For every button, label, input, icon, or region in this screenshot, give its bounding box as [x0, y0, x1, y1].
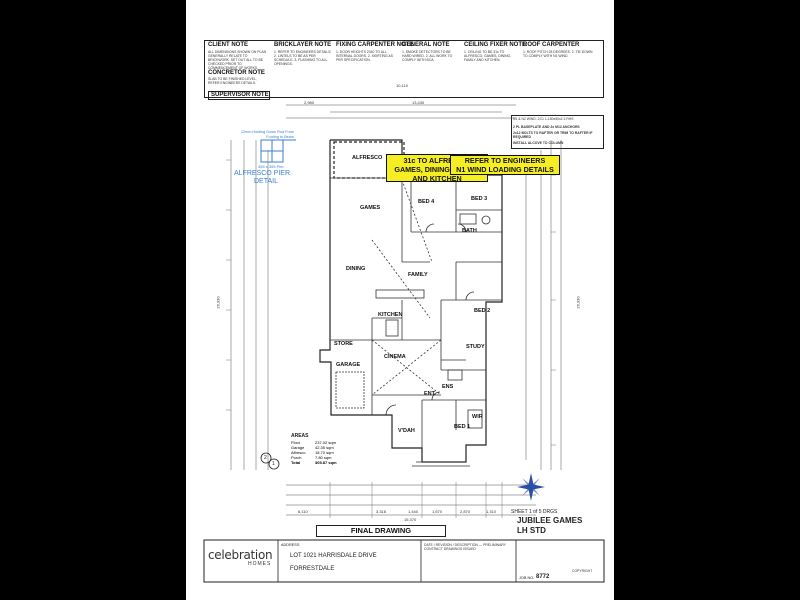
brand-logo: celebration HOMES: [208, 548, 273, 567]
project-name-1: JUBILEE GAMES: [517, 516, 583, 525]
brand-name: celebration: [208, 548, 273, 562]
bricklayer-note-title: BRICKLAYER NOTE: [274, 42, 332, 48]
concretor-note-text: SLAB TO BE FINISHED LEVEL, REFER ENGINEE…: [208, 77, 257, 85]
client-note-title: CLIENT NOTE: [208, 42, 248, 48]
roof-carpenter-text: 1. ROOF PITCH 25 DEGREES. 2. TIE DOWN TO…: [523, 50, 593, 58]
room-bed4: BED 4: [418, 199, 435, 205]
room-family: FAMILY: [408, 272, 428, 278]
callout-line-1: 31c TO ALFRESCO,: [403, 156, 471, 165]
dim-bottom-5: 2,870: [460, 509, 471, 514]
north-arrow: [517, 473, 545, 501]
dim-bottom-1: 6,110: [298, 509, 308, 514]
wind-note-2: 2 PL BASEPLATE AND 2x M12 ANCHORS: [513, 125, 580, 129]
grid-marker-2: 2: [264, 455, 267, 461]
room-bath: BATH: [462, 228, 477, 234]
concretor-note-title: CONCRETOR NOTE: [208, 70, 265, 76]
room-garage: GARAGE: [336, 362, 361, 368]
dim-top-left: 2,980: [304, 100, 315, 105]
job-no-label: JOB NO.: [519, 576, 535, 580]
address-label: ADDRESS: [281, 543, 300, 547]
ceiling-fixer-note-title: CEILING FIXER NOTE: [464, 42, 527, 48]
drawing-sheet: CLIENT NOTE ALL DIMENSIONS SHOWN ON PLAN…: [186, 0, 614, 600]
dim-bottom-3: 1,440: [408, 509, 419, 514]
bricklayer-note-text: 1. REFER TO ENGINEERS DETAILS. 2. LINTEL…: [274, 50, 332, 66]
room-store: STORE: [334, 341, 353, 347]
wind-note-3: 2x12 BOLTS TO RAFTER OR TRIM TO RAFTER I…: [513, 131, 593, 139]
room-bed3: BED 3: [471, 196, 488, 202]
project-name-2: LH STD: [517, 526, 546, 535]
dim-bottom-2: 3,318: [376, 509, 387, 514]
dim-bottom-4: 1,670: [432, 509, 443, 514]
room-ent: ENT.: [424, 391, 436, 397]
pier-title-2: DETAIL: [254, 178, 278, 185]
floor-plan: [203, 104, 605, 583]
fixing-carpenter-note-title: FIXING CARPENTER NOTE: [336, 42, 414, 48]
fixing-carpenter-note-text: 1. DOOR HEIGHTS 2340 TO ALL INTERNAL DOO…: [336, 50, 393, 62]
supervisor-note-title: SUPERVISOR NOTE: [211, 92, 269, 98]
supervisor-note-box: [208, 91, 270, 100]
pier-caption: 12mm Holding Down Rod From Footing to Be…: [240, 130, 294, 139]
brand-sub: HOMES: [248, 561, 272, 567]
engineers-line-2: N1 WIND LOADING DETAILS: [456, 165, 554, 174]
dim-right-vertical: 26,930: [575, 296, 581, 309]
dim-left-vertical: 26,930: [215, 296, 221, 309]
pier-size: 355 x 355 Pier: [258, 164, 284, 169]
grid-marker-1: 1: [272, 461, 275, 467]
general-note-text: 1. SMOKE DETECTORS TO BE HARD WIRED. 2. …: [402, 50, 453, 62]
ceiling-fixer-note-text: 1. CEILING TO BE 31c TO ALFRESCO, GAMES,…: [464, 50, 512, 62]
copyright-text: COPYRIGHT: [572, 569, 593, 573]
address-line-2: FORRESTDALE: [290, 566, 335, 572]
room-dining: DINING: [346, 266, 366, 272]
client-note-text: ALL DIMENSIONS SHOWN ON PLAN GENERALLY R…: [208, 50, 267, 70]
final-drawing-banner: FINAL DRAWING: [316, 525, 446, 537]
callout-line-2: GAMES, DINING, FAMILY: [394, 165, 480, 174]
dim-top-right: 13,430: [412, 100, 425, 105]
dim-bottom-total: 15,370: [404, 517, 417, 522]
room-wir: WIR: [472, 414, 483, 420]
areas-title: AREAS: [291, 433, 309, 439]
sheet-number: SHEET 1 of 5 DRGS: [511, 509, 558, 515]
room-cinema: CINEMA: [384, 354, 406, 360]
room-bed2: BED 2: [474, 308, 491, 314]
wind-note-1: N1 & N2 WIND: 2C1 1-150x50x2.3 RHS: [513, 117, 574, 121]
notes-panel: [204, 40, 604, 98]
wind-note-4: INSTALL ALCOVE TO COLUMN: [513, 141, 564, 145]
dim-bottom-6: 1,310: [486, 509, 497, 514]
engineers-callout: REFER TO ENGINEERS N1 WIND LOADING DETAI…: [450, 155, 560, 175]
room-alfresco: ALFRESCO: [352, 155, 383, 161]
job-no-value: 8772: [536, 574, 550, 580]
callout-line-3: AND KITCHEN: [412, 174, 462, 183]
engineers-line-1: REFER TO ENGINEERS: [464, 156, 546, 165]
revision-notes: DATE / REVISION / DESCRIPTION — PRELIMIN…: [424, 543, 506, 551]
pier-title-1: ALFRESCO PIER: [234, 170, 291, 177]
room-study: STUDY: [466, 344, 485, 350]
room-vdah: V'DAH: [398, 428, 415, 434]
room-ens: ENS: [442, 384, 454, 390]
wind-notes-box: [511, 115, 604, 149]
roof-carpenter-title: ROOF CARPENTER: [523, 42, 580, 48]
dim-top-mid: 10,110: [396, 83, 408, 88]
title-block-frame: [203, 539, 605, 583]
address-line-1: LOT 1021 HARRISDALE DRIVE: [290, 553, 377, 559]
room-games: GAMES: [360, 205, 381, 211]
general-note-title: GENERAL NOTE: [402, 42, 450, 48]
room-bed1: BED 1: [454, 424, 471, 430]
room-kitchen: KITCHEN: [378, 312, 403, 318]
